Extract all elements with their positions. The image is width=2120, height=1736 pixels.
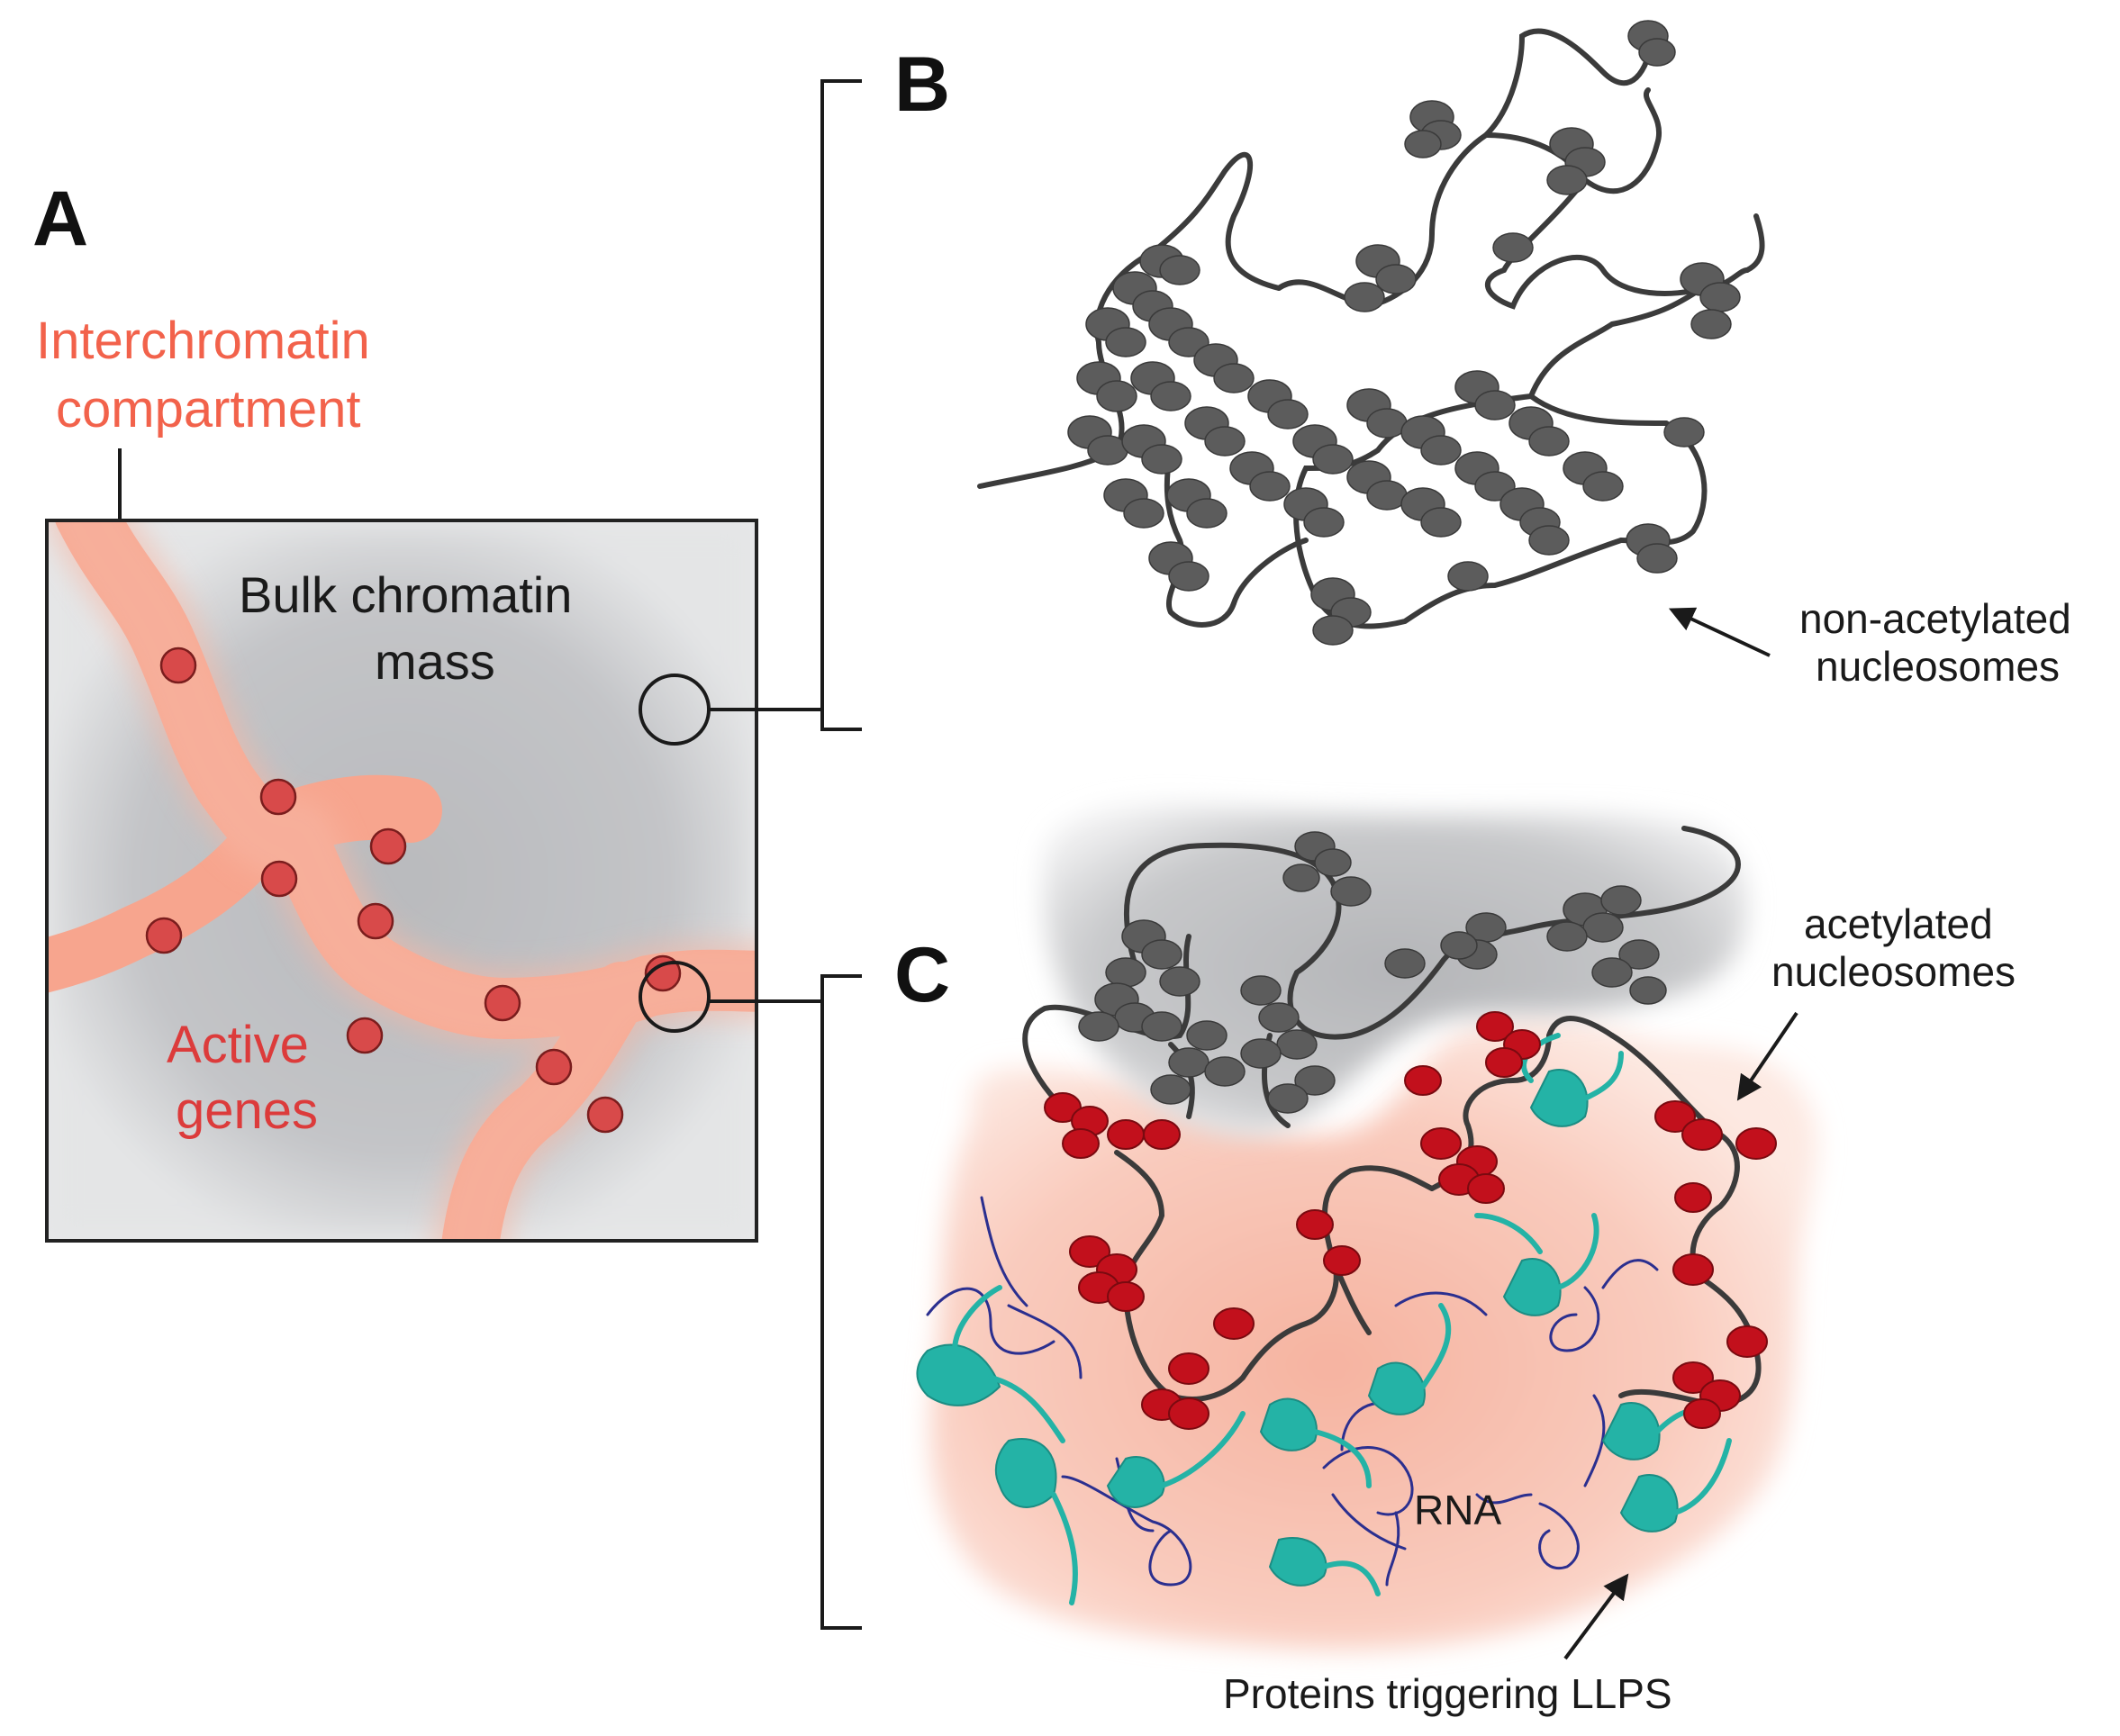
active-gene	[357, 902, 394, 940]
non-acetylated-nucleosomes	[1067, 20, 1741, 646]
panel-a-letter: A	[32, 176, 88, 262]
llps-arrow	[1563, 1573, 1629, 1660]
active-gene	[159, 646, 197, 684]
nucleus-region-box	[47, 520, 756, 1241]
non-acetylated-label-line2: nucleosomes	[1816, 643, 2060, 690]
panel-c-letter: C	[894, 932, 950, 1018]
nucleosome-cluster	[1067, 20, 1741, 646]
non-acetylated-label-line1: non-acetylated	[1799, 595, 2071, 642]
active-gene	[259, 778, 297, 816]
active-label-line1: Active	[167, 1016, 309, 1074]
panel-c: C	[894, 804, 2016, 1717]
active-genes	[145, 646, 682, 1134]
bulk-label-line1: Bulk chromatin	[239, 566, 572, 623]
llps-label: Proteins triggering LLPS	[1223, 1670, 1672, 1717]
nucleus-region-box-border	[45, 519, 758, 1243]
gray-nucleosomes-c	[1078, 831, 1667, 1114]
rna-label: RNA	[1414, 1487, 1501, 1533]
panel-b-letter: B	[894, 41, 950, 128]
active-gene	[644, 954, 682, 992]
active-label-line2: genes	[176, 1081, 318, 1140]
interchromatin-label-line2: compartment	[56, 380, 360, 439]
non-acetylated-arrow	[1668, 607, 1771, 657]
acetylated-arrow	[1736, 1011, 1798, 1101]
zoom-connectors	[709, 79, 862, 1630]
active-gene	[586, 1096, 624, 1134]
bulk-label-line2: mass	[375, 633, 495, 690]
active-gene	[535, 1048, 573, 1086]
zoom-circle-c	[639, 961, 711, 1033]
llps-proteins	[916, 1069, 1679, 1587]
active-gene	[145, 917, 183, 954]
active-gene	[369, 827, 407, 865]
active-gene	[346, 1017, 384, 1054]
interchromatin-label-line1: Interchromatin	[36, 312, 370, 370]
acetylated-nucleosomes	[1044, 1011, 1777, 1430]
active-gene	[260, 860, 298, 898]
panel-b: B	[894, 20, 2071, 690]
panel-a: A Interchromatin compartment	[32, 176, 758, 1243]
acetylated-label-line1: acetylated	[1804, 900, 1993, 947]
acetylated-label-line2: nucleosomes	[1771, 948, 2016, 995]
active-gene	[484, 984, 521, 1022]
